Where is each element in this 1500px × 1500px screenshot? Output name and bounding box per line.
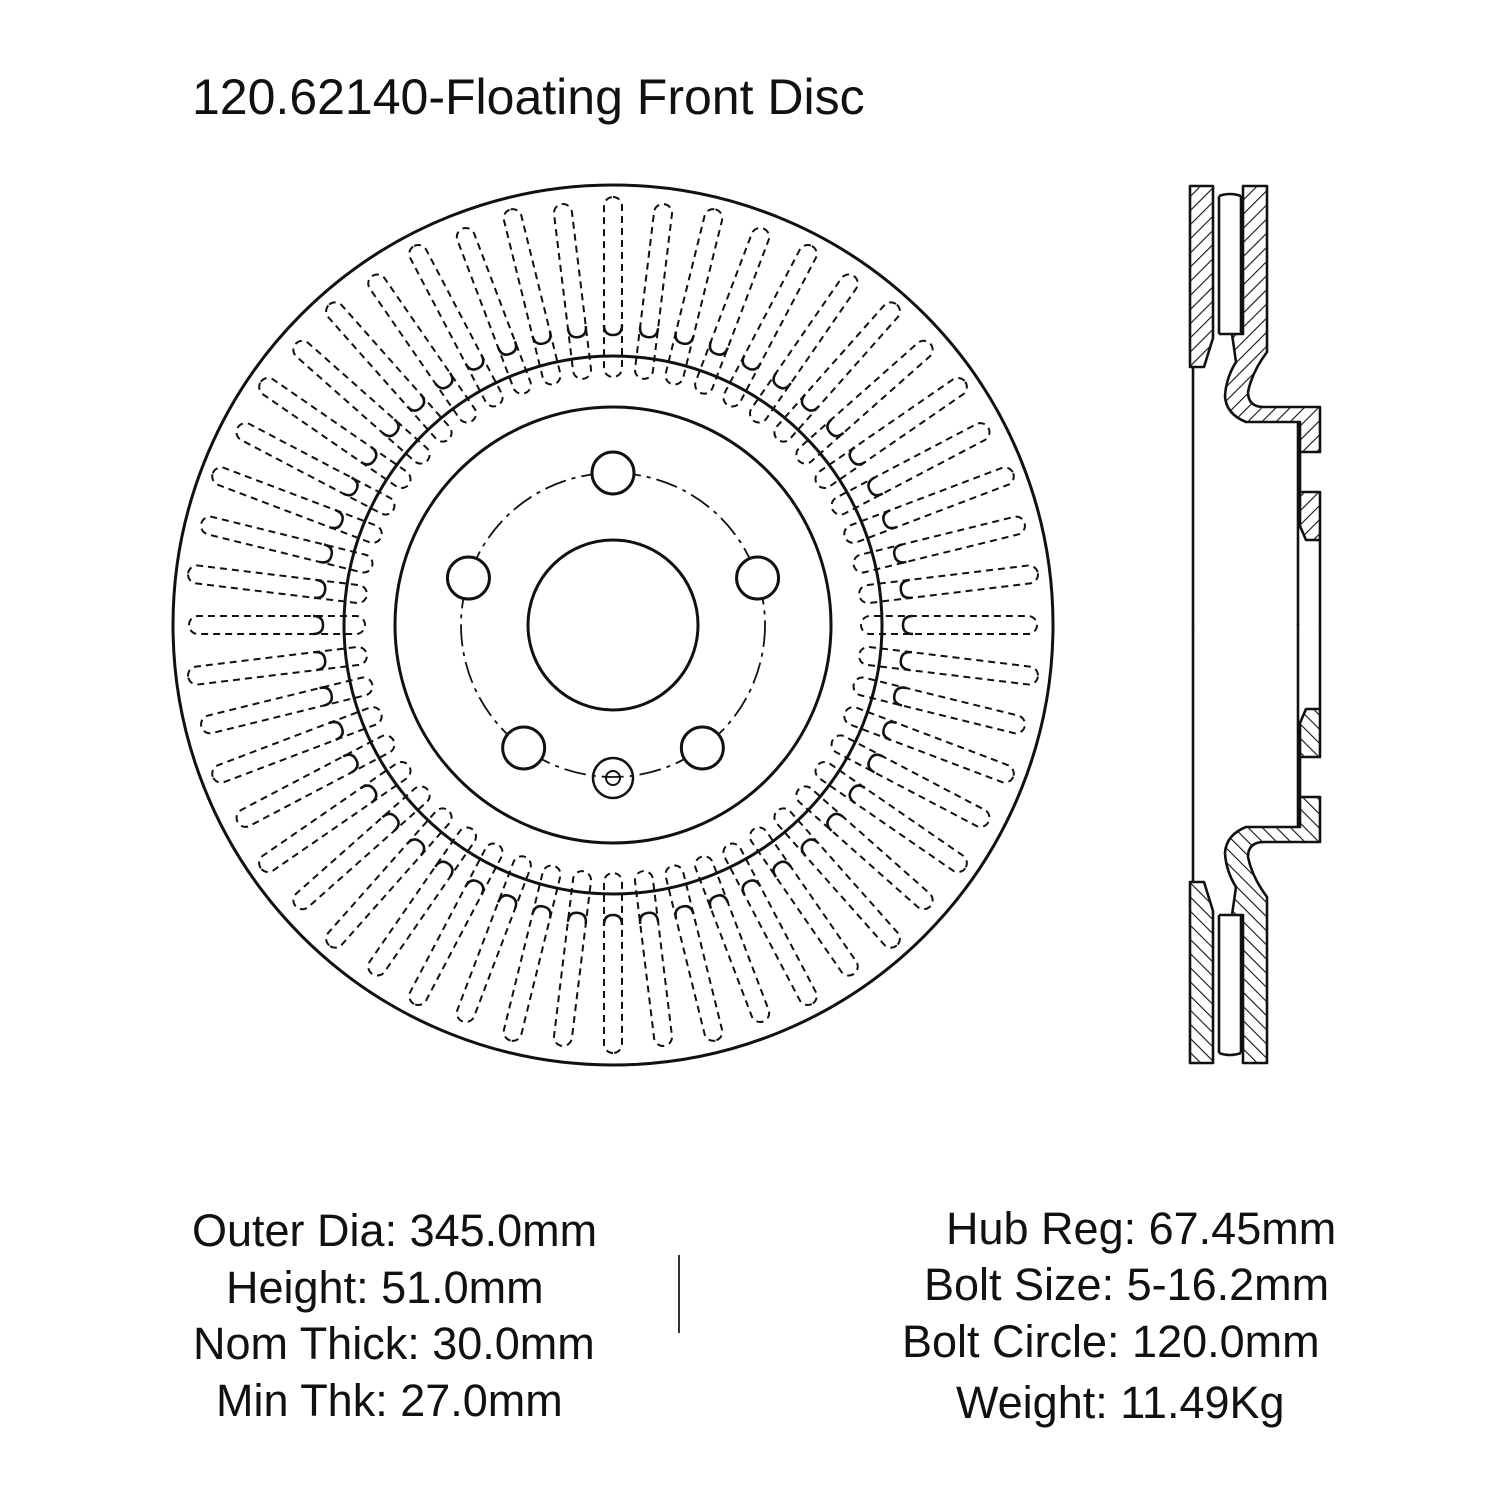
vane-slot	[211, 706, 383, 784]
vane-slot	[200, 515, 374, 574]
spec-outer-diameter: Outer Dia: 345.0mm	[192, 1205, 598, 1256]
vane-slot	[664, 864, 724, 1042]
spec-bolt-size: Bolt Size: 5-16.2mm	[924, 1259, 1330, 1310]
bolt-circle	[460, 472, 766, 778]
vane-slot	[843, 466, 1015, 544]
outer-edge	[171, 183, 1055, 1067]
vane-slot	[200, 676, 374, 735]
spec-min-thickness: Min Thk: 27.0mm	[216, 1375, 563, 1426]
vane-slot	[722, 842, 818, 1007]
vane-slot	[552, 870, 593, 1047]
divider	[678, 1255, 680, 1333]
vane-slot	[860, 614, 1038, 636]
vane-slot	[795, 339, 934, 465]
vane-slot	[814, 760, 968, 874]
drawing-title: 120.62140-Floating Front Disc	[192, 69, 865, 125]
vane-slot	[858, 645, 1039, 686]
vane-slot	[773, 807, 901, 949]
vane-slot	[367, 273, 478, 424]
friction-inner-ring	[342, 354, 884, 896]
vane-slot	[455, 855, 532, 1024]
vane-slot	[408, 842, 504, 1007]
vane-slot	[455, 226, 532, 395]
bolt-hole	[735, 555, 781, 601]
vane-slot	[664, 208, 724, 386]
vane-slot	[852, 515, 1026, 574]
vane-slot	[694, 855, 771, 1024]
center-bore	[526, 538, 700, 712]
vane-slot	[502, 864, 562, 1042]
vane-slots	[187, 196, 1039, 1054]
front-view	[171, 183, 1055, 1067]
vane-slot	[235, 734, 396, 828]
vane-slot	[211, 466, 383, 544]
vane-slot	[235, 422, 396, 516]
vane-slot	[633, 203, 674, 380]
side-section-view	[1188, 184, 1322, 1065]
vane-slot	[258, 376, 412, 490]
vane-slot	[830, 734, 991, 828]
vane-slot	[292, 785, 431, 911]
bolt-hole	[679, 725, 725, 771]
hat-outer-ring	[393, 405, 833, 845]
vane-slot	[795, 785, 934, 911]
vane-slot	[408, 243, 504, 408]
vane-slot	[830, 422, 991, 516]
vane-slot	[722, 243, 818, 408]
vane-slot	[633, 870, 674, 1047]
vane-slot	[325, 301, 453, 443]
vane-slot	[843, 706, 1015, 784]
vane-slot	[187, 645, 368, 686]
vane-slot	[325, 807, 453, 949]
bolt-hole	[445, 555, 491, 601]
bolt-hole	[501, 725, 547, 771]
vane-slot	[814, 376, 968, 490]
spec-hub-register: Hub Reg: 67.45mm	[946, 1203, 1337, 1254]
vane-slot	[748, 273, 859, 424]
vane-slot	[694, 226, 771, 395]
vane-slot	[367, 826, 478, 977]
spec-bolt-circle: Bolt Circle: 120.0mm	[902, 1316, 1320, 1367]
spec-weight: Weight: 11.49Kg	[956, 1377, 1285, 1428]
vane-slot	[852, 676, 1026, 735]
vane-slot	[502, 208, 562, 386]
vane-slot	[188, 614, 366, 636]
vane-slot	[292, 339, 431, 465]
bolt-holes	[445, 450, 781, 771]
spec-nominal-thickness: Nom Thick: 30.0mm	[193, 1318, 595, 1369]
spec-height: Height: 51.0mm	[226, 1262, 544, 1313]
locating-hole	[591, 756, 635, 800]
vane-slot	[552, 203, 593, 380]
vane-slot	[773, 301, 901, 443]
vane-slot	[602, 196, 624, 378]
vane-slot	[748, 826, 859, 977]
vane-slot	[602, 872, 624, 1054]
vane-slot	[258, 760, 412, 874]
vane-slot	[858, 564, 1039, 605]
bolt-hole	[590, 450, 636, 496]
vane-slot	[187, 564, 368, 605]
